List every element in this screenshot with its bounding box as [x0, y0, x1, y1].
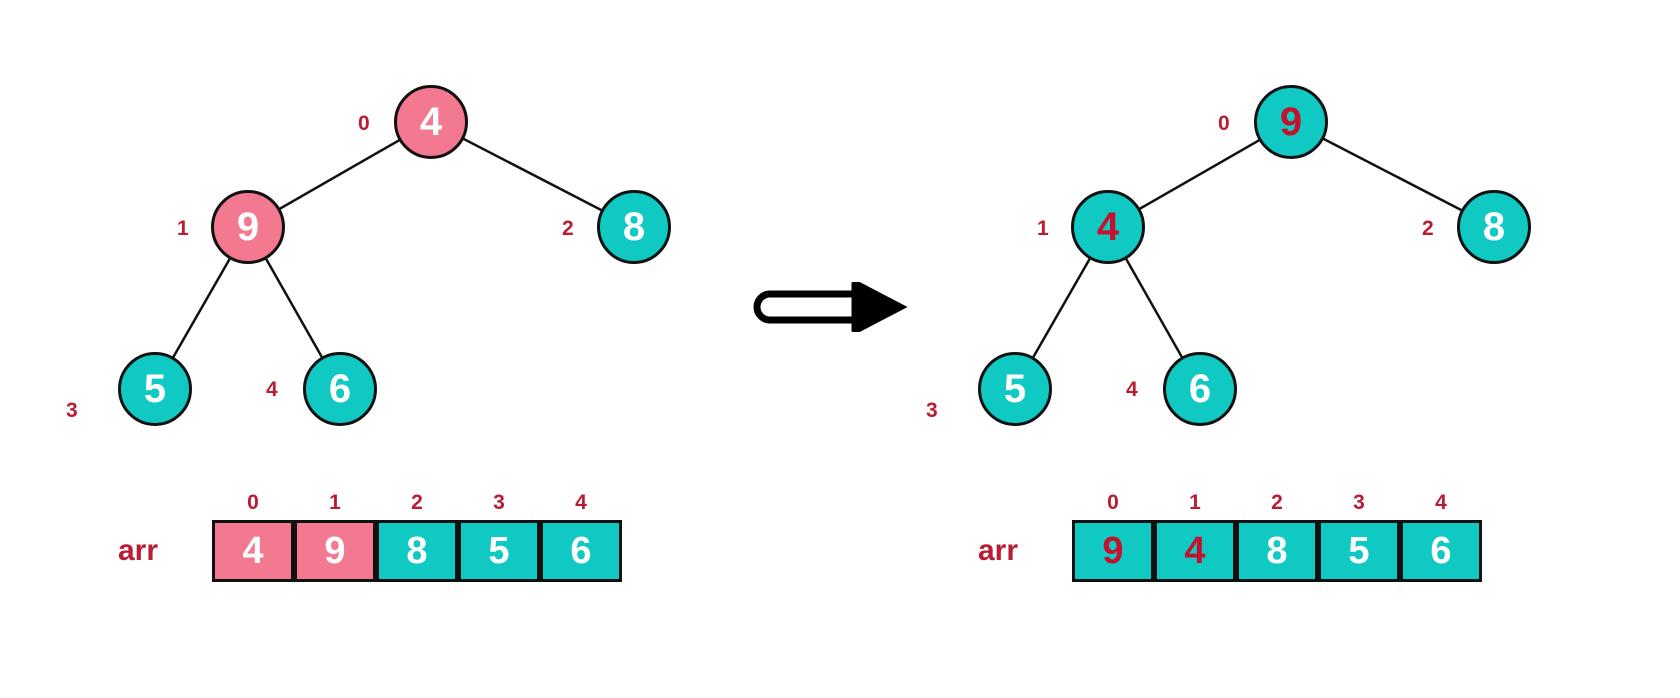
array-column-0: 0 9 [1072, 492, 1154, 582]
array-column-3: 3 5 [1318, 492, 1400, 582]
tree-node-4[interactable]: 6 [1163, 352, 1237, 426]
array-column-2: 2 8 [1236, 492, 1318, 582]
tree-node-2[interactable]: 8 [1457, 190, 1531, 264]
array-cell-1[interactable]: 4 [1154, 520, 1236, 582]
tree-node-0[interactable]: 4 [394, 85, 468, 159]
tree-node-3[interactable]: 5 [978, 352, 1052, 426]
tree-node-3[interactable]: 5 [118, 352, 192, 426]
array-column-2: 2 8 [376, 492, 458, 582]
tree-node-index-3: 3 [66, 399, 78, 422]
array-column-3: 3 5 [458, 492, 540, 582]
tree-node-4[interactable]: 6 [303, 352, 377, 426]
array-cell-0[interactable]: 4 [212, 520, 294, 582]
after-array: arr 0 9 1 4 2 8 3 5 [860, 490, 1620, 620]
tree-node-2[interactable]: 8 [597, 190, 671, 264]
array-cell-3[interactable]: 5 [458, 520, 540, 582]
before-array: arr 0 4 1 9 2 8 3 5 [0, 490, 760, 620]
array-column-0: 0 4 [212, 492, 294, 582]
before-panel: 4 0 9 1 8 2 5 3 6 4 arr 0 4 1 9 2 [0, 0, 760, 698]
array-cell-1[interactable]: 9 [294, 520, 376, 582]
array-cell-2[interactable]: 8 [376, 520, 458, 582]
tree-node-index-1: 1 [1037, 217, 1049, 240]
tree-node-index-0: 0 [1218, 112, 1230, 135]
array-index-3: 3 [1353, 491, 1365, 514]
tree-node-index-2: 2 [1422, 217, 1434, 240]
array-label: arr [978, 534, 1019, 567]
array-cell-2[interactable]: 8 [1236, 520, 1318, 582]
tree-node-index-1: 1 [177, 217, 189, 240]
array-index-3: 3 [493, 491, 505, 514]
array-index-2: 2 [1271, 491, 1283, 514]
array-index-4: 4 [575, 491, 587, 514]
array-index-1: 1 [1189, 491, 1201, 514]
array-index-2: 2 [411, 491, 423, 514]
tree-node-index-4: 4 [266, 378, 278, 401]
array-index-0: 0 [1107, 491, 1119, 514]
array-cell-4[interactable]: 6 [1400, 520, 1482, 582]
array-column-1: 1 9 [294, 492, 376, 582]
tree-node-index-3: 3 [926, 399, 938, 422]
array-index-4: 4 [1435, 491, 1447, 514]
thick-right-arrow-icon [753, 282, 908, 332]
array-index-1: 1 [329, 491, 341, 514]
after-panel: 9 0 4 1 8 2 5 3 6 4 arr 0 9 1 4 2 [860, 0, 1620, 698]
tree-node-index-2: 2 [562, 217, 574, 240]
array-cell-4[interactable]: 6 [540, 520, 622, 582]
tree-node-1[interactable]: 9 [211, 190, 285, 264]
tree-node-index-0: 0 [358, 112, 370, 135]
tree-node-1[interactable]: 4 [1071, 190, 1145, 264]
array-column-4: 4 6 [540, 492, 622, 582]
array-cells: 0 4 1 9 2 8 3 5 4 6 [212, 492, 622, 582]
array-index-0: 0 [247, 491, 259, 514]
tree-node-index-4: 4 [1126, 378, 1138, 401]
array-cells: 0 9 1 4 2 8 3 5 4 6 [1072, 492, 1482, 582]
array-cell-3[interactable]: 5 [1318, 520, 1400, 582]
array-label: arr [118, 534, 159, 567]
tree-node-0[interactable]: 9 [1254, 85, 1328, 159]
array-cell-0[interactable]: 9 [1072, 520, 1154, 582]
array-column-1: 1 4 [1154, 492, 1236, 582]
array-column-4: 4 6 [1400, 492, 1482, 582]
